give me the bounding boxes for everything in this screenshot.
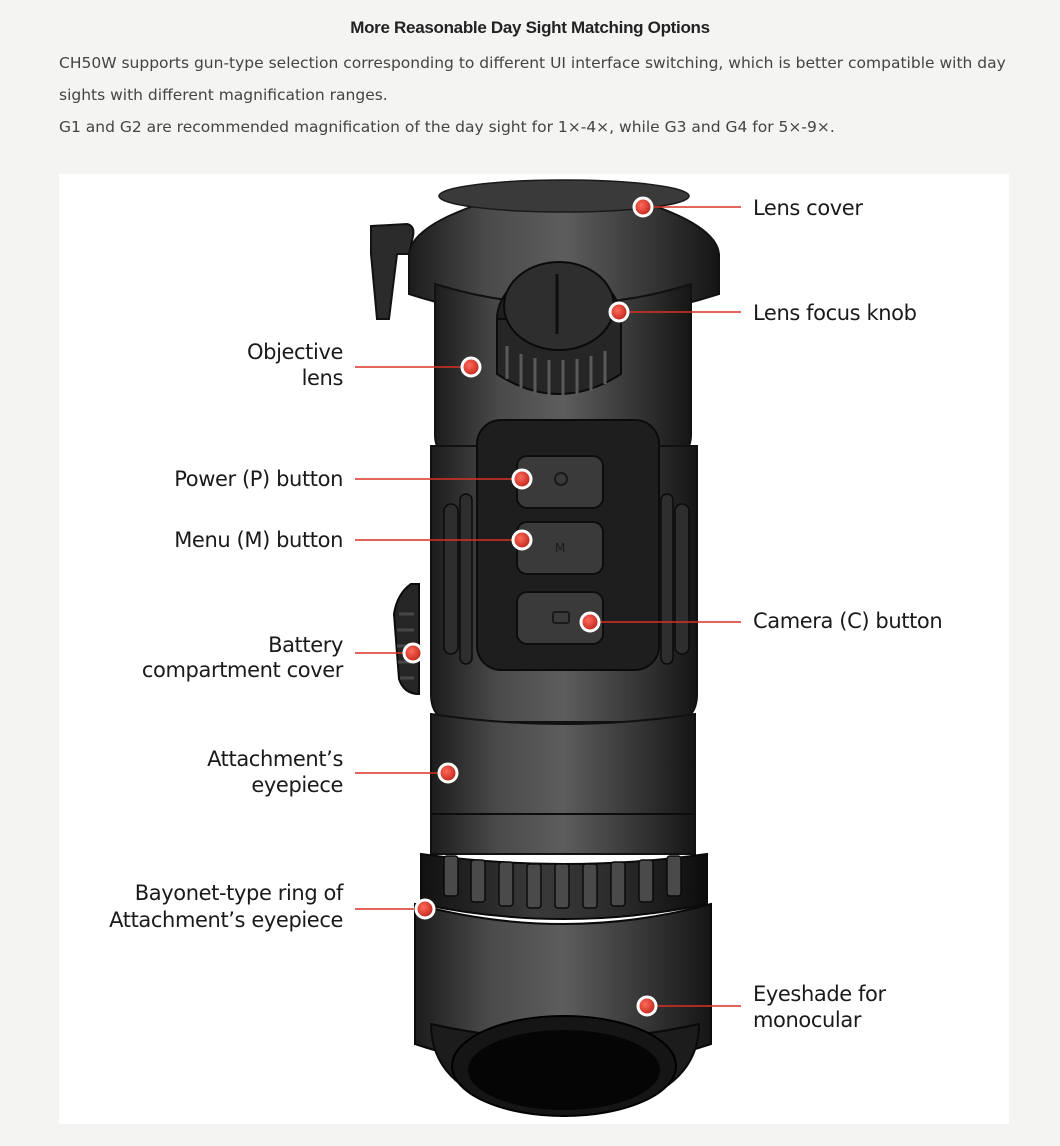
label-objective-lens-line1: Objective [247,340,343,364]
label-lens-focus-knob: Lens focus knob [753,301,917,325]
marker-eyeshade [636,995,658,1017]
marker-attachment-eyepiece [437,762,459,784]
marker-lens-focus-knob [608,301,630,323]
label-attachment-eyepiece-line2: eyepiece [251,773,343,797]
label-eyeshade-line2: monocular [753,1008,862,1032]
thermal-monocular-illustration: M [370,179,720,1118]
label-battery-cover-line2: compartment cover [142,658,344,682]
marker-lens-cover [632,196,654,218]
marker-menu-button [511,529,533,551]
label-battery-cover-line1: Battery [268,633,343,657]
marker-objective-lens [460,356,482,378]
product-diagram-panel: M [59,174,1009,1124]
description-paragraph-2: G1 and G2 are recommended magnification … [59,118,835,136]
callout-labels: Lens cover Lens focus knob Objective len… [109,196,943,1032]
label-eyeshade-line1: Eyeshade for [753,982,887,1006]
callout-leaders [355,206,741,1007]
label-objective-lens-line2: lens [302,366,343,390]
label-power-button: Power (P) button [174,467,343,491]
product-diagram: M [109,179,943,1118]
label-lens-cover: Lens cover [753,196,863,220]
label-bayonet-ring-line2: Attachment’s eyepiece [109,908,343,932]
description-paragraph-1: CH50W supports gun-type selection corres… [59,54,1006,104]
label-attachment-eyepiece-line1: Attachment’s [207,747,343,771]
svg-text:M: M [555,541,565,555]
label-menu-button: Menu (M) button [174,528,343,552]
marker-bayonet-ring [414,898,436,920]
callout-markers [402,196,658,1017]
label-bayonet-ring-line1: Bayonet-type ring of [135,881,344,905]
label-camera-button: Camera (C) button [753,609,942,633]
marker-camera-button [579,611,601,633]
section-heading: More Reasonable Day Sight Matching Optio… [350,18,710,37]
marker-battery-cover [402,642,424,664]
marker-power-button [511,468,533,490]
